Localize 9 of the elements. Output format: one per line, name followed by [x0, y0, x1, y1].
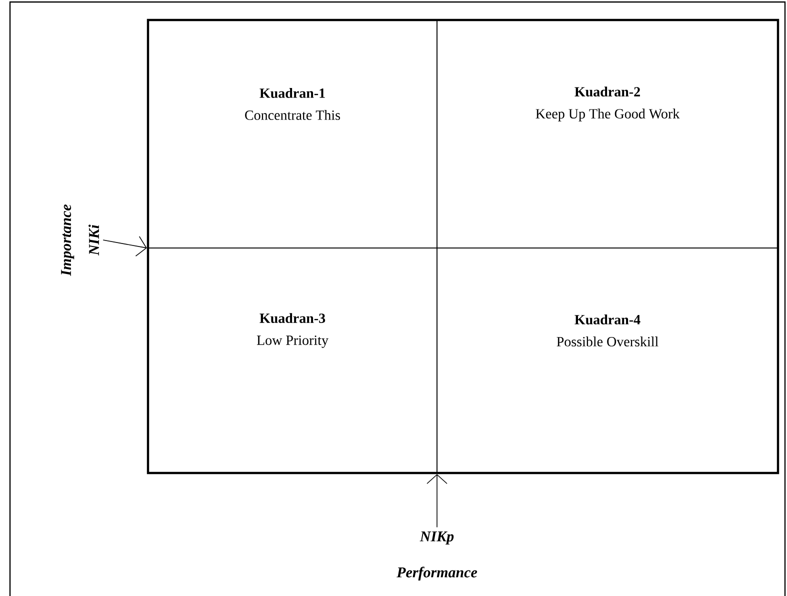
- quadrant: Kuadran-3 Low Priority: [148, 248, 438, 474]
- arrow: [102, 236, 147, 257]
- quadrant: Kuadran-1 Concentrate This: [148, 20, 438, 248]
- quadrant: Kuadran-4 Possible Overskill: [436, 248, 778, 474]
- quadrant: Kuadran-2 Keep Up The Good Work: [436, 20, 778, 248]
- axis-label: NIKp Performance: [396, 532, 478, 580]
- quadrant-grid: [146, 18, 780, 474]
- axis-label: Importance NIKi: [61, 204, 99, 276]
- arrow: [426, 474, 448, 528]
